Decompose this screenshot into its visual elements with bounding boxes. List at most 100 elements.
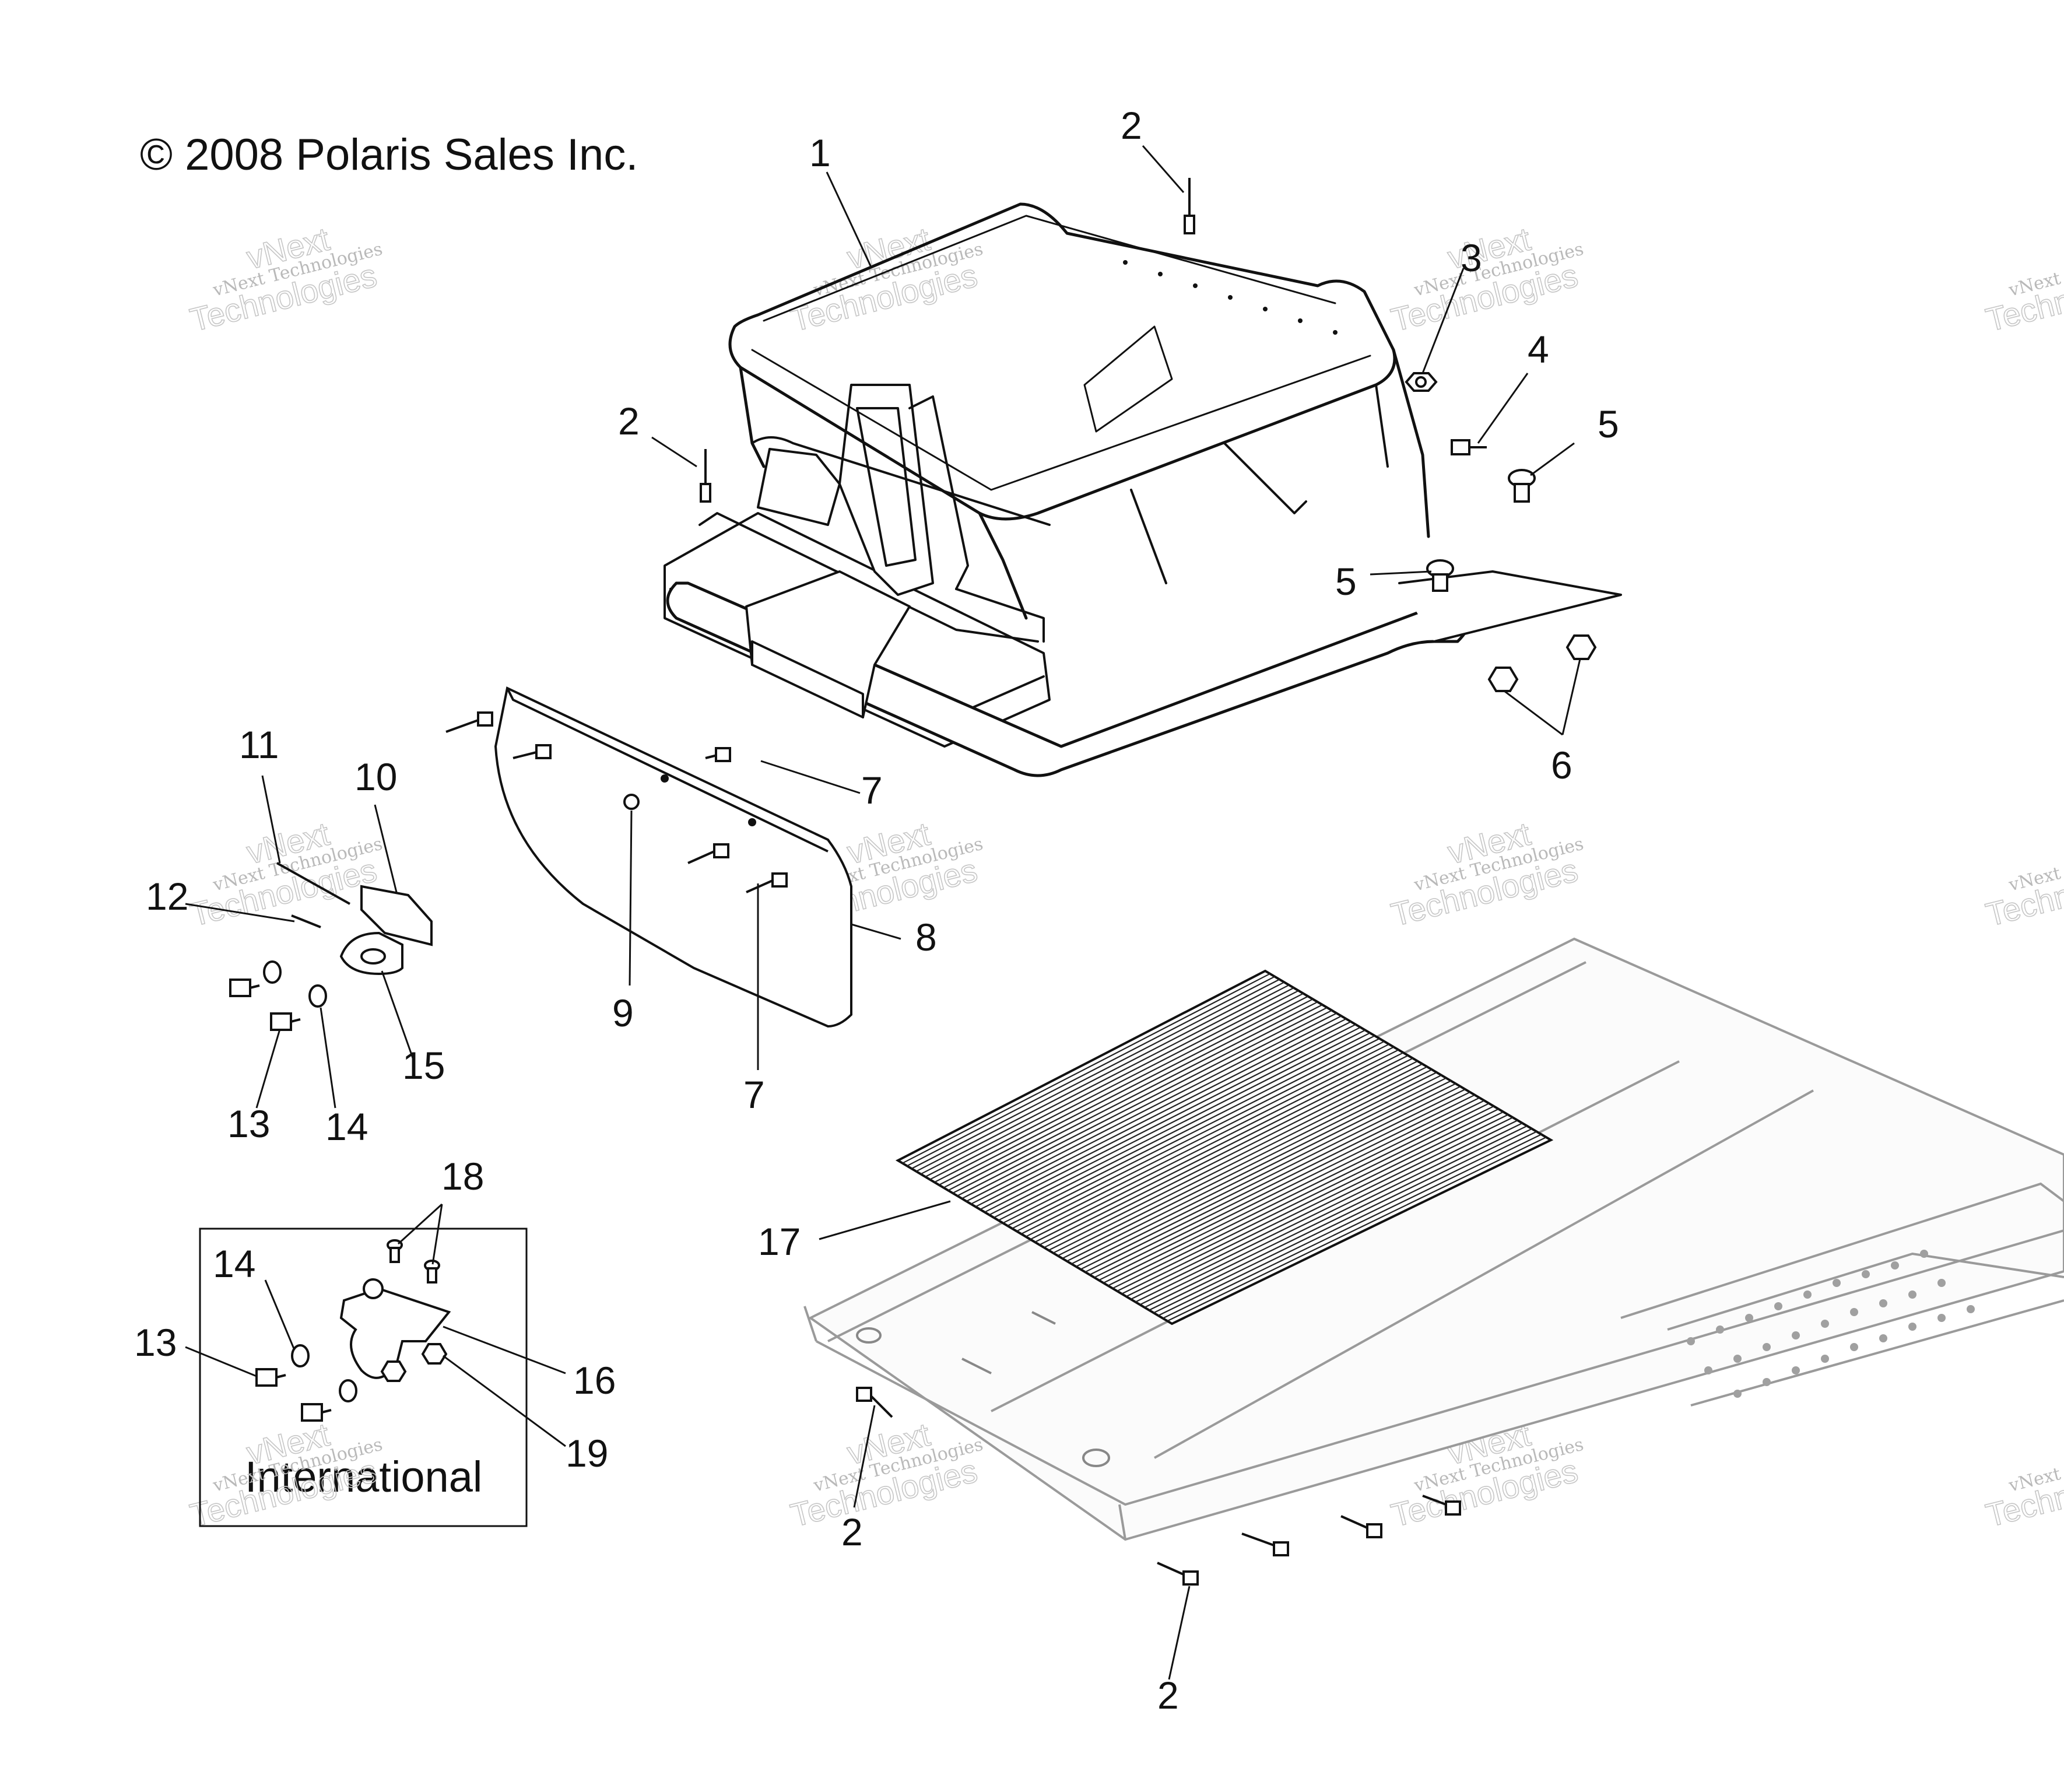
- mat-rib: [970, 1015, 1342, 1205]
- bolt-13-b: [270, 1012, 301, 1031]
- fastener-2-left: [700, 449, 711, 503]
- rivet-7-c: [705, 747, 731, 762]
- watermark: vNext Technologies vNext Technologies: [1387, 220, 1586, 339]
- bolt-13-inset-a: [255, 1368, 286, 1387]
- bolt-13-inset-b: [301, 1403, 332, 1422]
- bottom-rivets: [856, 1387, 1461, 1586]
- callout-4: 4: [1528, 328, 1549, 371]
- mat-rib: [998, 1032, 1371, 1221]
- mat-rib: [1016, 1043, 1389, 1232]
- callout-3: 3: [1461, 236, 1482, 279]
- callout-19: 19: [566, 1432, 608, 1475]
- mat-rib: [1039, 1057, 1413, 1246]
- mat-rib: [947, 1001, 1318, 1191]
- watermark-line3: Technologies: [1982, 1452, 2064, 1534]
- mat-rib: [957, 1007, 1328, 1197]
- callout-12: 12: [146, 875, 188, 918]
- mat-rib: [1131, 1114, 1508, 1300]
- mat-rib: [994, 1029, 1366, 1218]
- watermark: vNext Technologies vNext Technologies: [186, 1415, 385, 1534]
- callout-2-top: 2: [1121, 104, 1142, 147]
- mat-rib: [1025, 1049, 1399, 1237]
- rivet-bottom-c: [1340, 1515, 1382, 1538]
- mat-rib: [915, 981, 1285, 1172]
- mat-rib: [1076, 1080, 1451, 1267]
- nut-19-b: [380, 1360, 407, 1382]
- callout-18: 18: [441, 1155, 484, 1198]
- nut-19: [421, 1343, 448, 1365]
- callout-17: 17: [758, 1220, 801, 1263]
- rivet-bottom-d: [1422, 1495, 1461, 1516]
- callout-2-left: 2: [618, 399, 640, 443]
- mat-rib: [1048, 1063, 1423, 1251]
- mat-rib: [1153, 1128, 1532, 1314]
- callout-9: 9: [612, 991, 634, 1034]
- mat-rib: [1098, 1094, 1475, 1281]
- watermark: vNext Technologies Technologies: [1982, 239, 2064, 339]
- watermark: vNext Technologies vNext Technologies: [1387, 815, 1586, 934]
- mat-rib: [1021, 1046, 1394, 1235]
- callout-15: 15: [402, 1044, 445, 1087]
- callout-6: 6: [1551, 744, 1572, 787]
- mat-rib: [1052, 1066, 1428, 1254]
- rivet-7-e: [746, 872, 788, 893]
- mat-rib: [1144, 1123, 1523, 1308]
- rivet-bottom-b: [1241, 1533, 1289, 1556]
- trailer-bed: [803, 937, 2064, 1541]
- mat-rib: [980, 1021, 1352, 1210]
- mat-rib: [1158, 1131, 1537, 1316]
- mat-rib: [1034, 1055, 1409, 1243]
- washer-14-inset-b: [339, 1379, 357, 1402]
- mat-rib: [1167, 1137, 1547, 1322]
- mat-rib: [966, 1012, 1337, 1202]
- callout-1: 1: [809, 131, 831, 174]
- mat-rib: [920, 984, 1290, 1175]
- mat-rib: [934, 993, 1304, 1183]
- nut-3: [1405, 372, 1438, 392]
- mat-rib: [1071, 1077, 1447, 1265]
- watermark: vNext Technologies Technologies: [1982, 834, 2064, 934]
- mat-rib: [1080, 1083, 1456, 1270]
- mat-rib: [1007, 1038, 1380, 1226]
- mat-rib: [943, 998, 1314, 1188]
- mat-rib: [1162, 1134, 1542, 1319]
- callout-11: 11: [239, 723, 279, 766]
- mat-rib: [1030, 1052, 1404, 1240]
- mat-rib: [989, 1026, 1361, 1216]
- mat-rib: [1066, 1074, 1442, 1262]
- fastener-2-top: [1184, 178, 1195, 234]
- mat-rib: [1121, 1108, 1499, 1295]
- mat-rib: [961, 1009, 1332, 1200]
- callout-10: 10: [354, 755, 397, 798]
- mat-rib: [1044, 1060, 1418, 1249]
- callout-5-center: 5: [1335, 560, 1357, 603]
- bolt-18-b: [424, 1260, 440, 1283]
- mat-rib: [925, 987, 1294, 1177]
- callout-7-bottom: 7: [743, 1073, 765, 1116]
- callout-8: 8: [915, 916, 937, 959]
- callout-13-inset: 13: [134, 1321, 177, 1364]
- mat-rib: [1062, 1072, 1437, 1259]
- watermark: vNext Technologies vNext Technologies: [186, 220, 385, 339]
- callout-7-right: 7: [861, 769, 883, 812]
- cab-frame-part: [664, 202, 1622, 777]
- watermark-line3: Technologies: [1982, 257, 2064, 338]
- watermark: vNext Technologies Technologies: [1982, 1435, 2064, 1534]
- mat-rib: [1126, 1111, 1504, 1297]
- international-inset-label: International: [245, 1453, 483, 1501]
- rivet-2-left: [856, 1387, 893, 1418]
- mat-rib: [1012, 1040, 1385, 1229]
- hitch-parts: [229, 862, 433, 1031]
- callout-13: 13: [227, 1102, 270, 1145]
- mat-rib: [1103, 1097, 1480, 1283]
- mat-rib: [1139, 1120, 1518, 1306]
- washer-14-b: [308, 984, 327, 1008]
- pin-12: [291, 914, 321, 928]
- leader-lines: [185, 145, 1581, 1680]
- mud-flap-part: [445, 686, 852, 1028]
- nut-6-a: [1487, 667, 1519, 692]
- hitch-pin-10: [360, 885, 433, 946]
- mat-rib: [1094, 1091, 1470, 1278]
- callout-16: 16: [573, 1359, 616, 1402]
